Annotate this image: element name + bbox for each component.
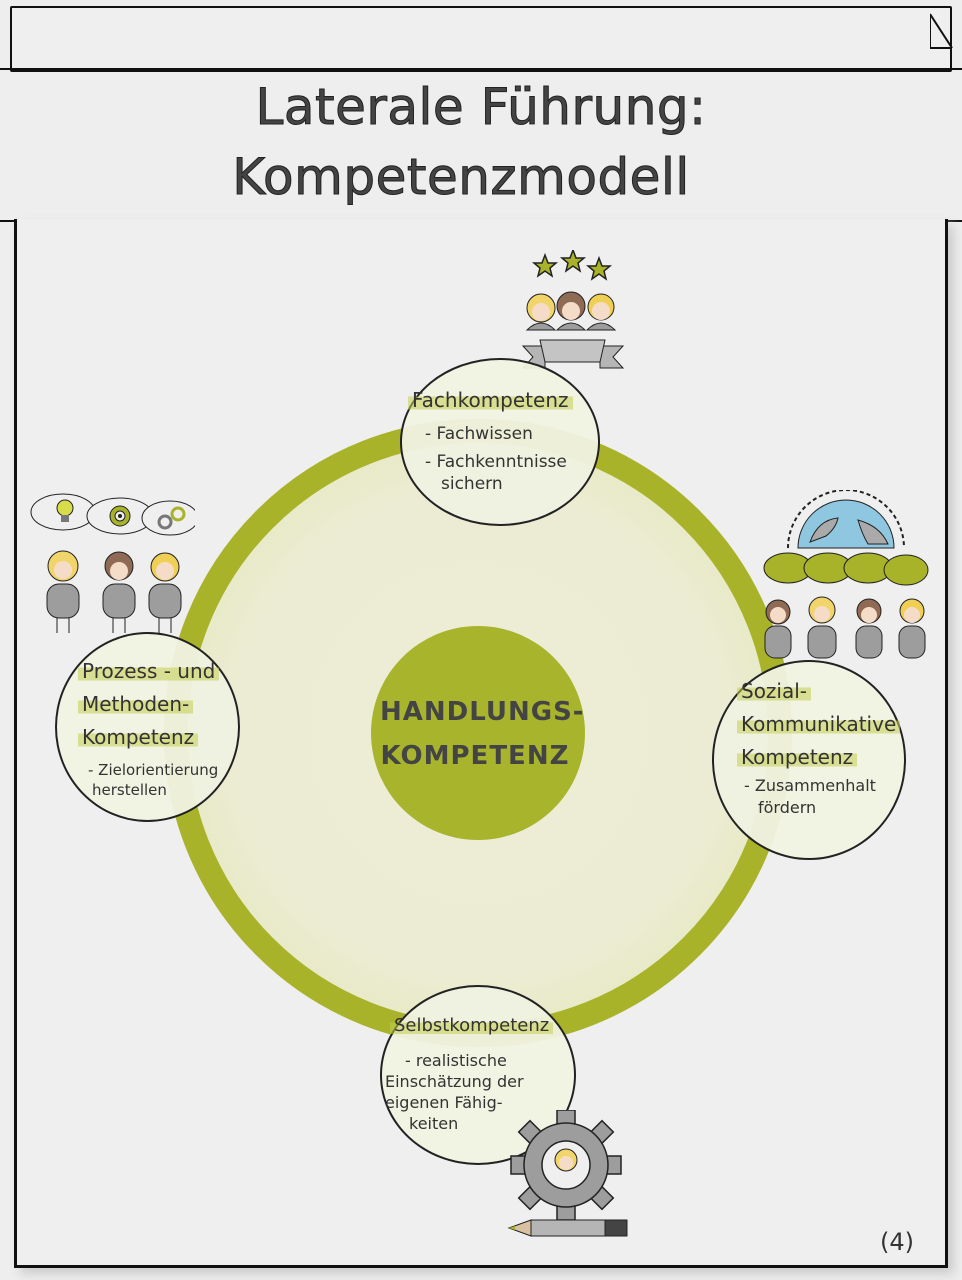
title-line-2: Kompetenzmodell	[232, 148, 690, 207]
globe-icon	[787, 490, 905, 549]
selbstkompetenz-point: Einschätzung der	[385, 1072, 524, 1091]
selbstkompetenz-title-text: Selbstkompetenz	[390, 1015, 554, 1036]
selbstkompetenz-title: Selbstkompetenz	[390, 1015, 554, 1036]
sozialkompetenz-title: Sozial- Kommunikative Kompetenz	[737, 675, 901, 774]
experts-illustration	[521, 250, 625, 369]
person-icon	[46, 550, 80, 633]
sozialkompetenz-title-line: Kompetenz	[737, 745, 858, 769]
methodenkompetenz-title-line: Kompetenz	[78, 725, 199, 749]
star-icon	[585, 255, 613, 281]
methodenkompetenz-point: - Zielorientierung	[88, 761, 219, 779]
person-icon	[148, 552, 182, 633]
sozialkompetenz-point: fördern	[758, 798, 817, 817]
social-team-illustration	[763, 490, 929, 659]
person-icon	[554, 1148, 578, 1172]
methods-team-illustration	[30, 493, 195, 633]
fachkompetenz-point: - Fachkenntnisse	[425, 452, 567, 472]
sozialkompetenz-title-line: Sozial-	[737, 679, 812, 703]
fachkompetenz-point: sichern	[441, 474, 503, 494]
speech-bubble-icon	[883, 554, 929, 586]
center-label-line1: HANDLUNGS-	[380, 697, 585, 727]
star-icon	[559, 250, 587, 273]
person-icon	[807, 596, 837, 659]
self-gear-illustration	[507, 1110, 628, 1237]
bubble-fachkompetenz	[400, 358, 600, 526]
selbstkompetenz-point: - realistische	[405, 1051, 507, 1070]
methodenkompetenz-title-line: Methoden-	[78, 692, 194, 716]
sozialkompetenz-points: - Zusammenhalt fördern	[744, 775, 876, 819]
title-line-1: Laterale Führung:	[255, 78, 707, 137]
person-icon	[555, 291, 587, 331]
methodenkompetenz-title-line: Prozess - und	[78, 659, 220, 683]
person-icon	[102, 551, 136, 633]
fachkompetenz-point: - Fachwissen	[425, 424, 533, 444]
page-fold-icon	[930, 13, 953, 49]
center-label: HANDLUNGS- KOMPETENZ	[380, 690, 585, 778]
center-label-line2: KOMPETENZ	[380, 741, 570, 771]
gears-thought-bubble-icon	[141, 500, 195, 536]
pencil-icon	[507, 1219, 628, 1237]
person-icon	[898, 598, 926, 659]
selbstkompetenz-point: keiten	[409, 1114, 459, 1133]
selbstkompetenz-point: eigenen Fähig-	[385, 1093, 503, 1112]
methodenkompetenz-title: Prozess - und Methoden- Kompetenz	[78, 655, 220, 754]
selbstkompetenz-points: - realistische Einschätzung der eigenen …	[385, 1050, 524, 1134]
center-circle	[371, 626, 585, 840]
fachkompetenz-points: - Fachwissen - Fachkenntnisse sichern	[425, 422, 567, 496]
lightbulb-thought-bubble-icon	[30, 493, 96, 531]
methodenkompetenz-point: herstellen	[92, 781, 167, 799]
banner-ribbon-icon	[521, 339, 625, 369]
sozialkompetenz-point: - Zusammenhalt	[744, 776, 876, 795]
page-number: (4)	[880, 1228, 914, 1256]
fachkompetenz-title-text: Fachkompetenz	[408, 388, 573, 412]
fachkompetenz-title: Fachkompetenz	[408, 388, 573, 412]
person-icon	[855, 598, 883, 659]
person-icon	[764, 599, 792, 659]
sozialkompetenz-title-line: Kommunikative	[737, 712, 901, 736]
top-banner	[10, 6, 952, 72]
methodenkompetenz-points: - Zielorientierung herstellen	[88, 760, 218, 800]
star-icon	[531, 252, 559, 278]
person-icon	[585, 293, 617, 331]
person-icon	[525, 293, 557, 331]
